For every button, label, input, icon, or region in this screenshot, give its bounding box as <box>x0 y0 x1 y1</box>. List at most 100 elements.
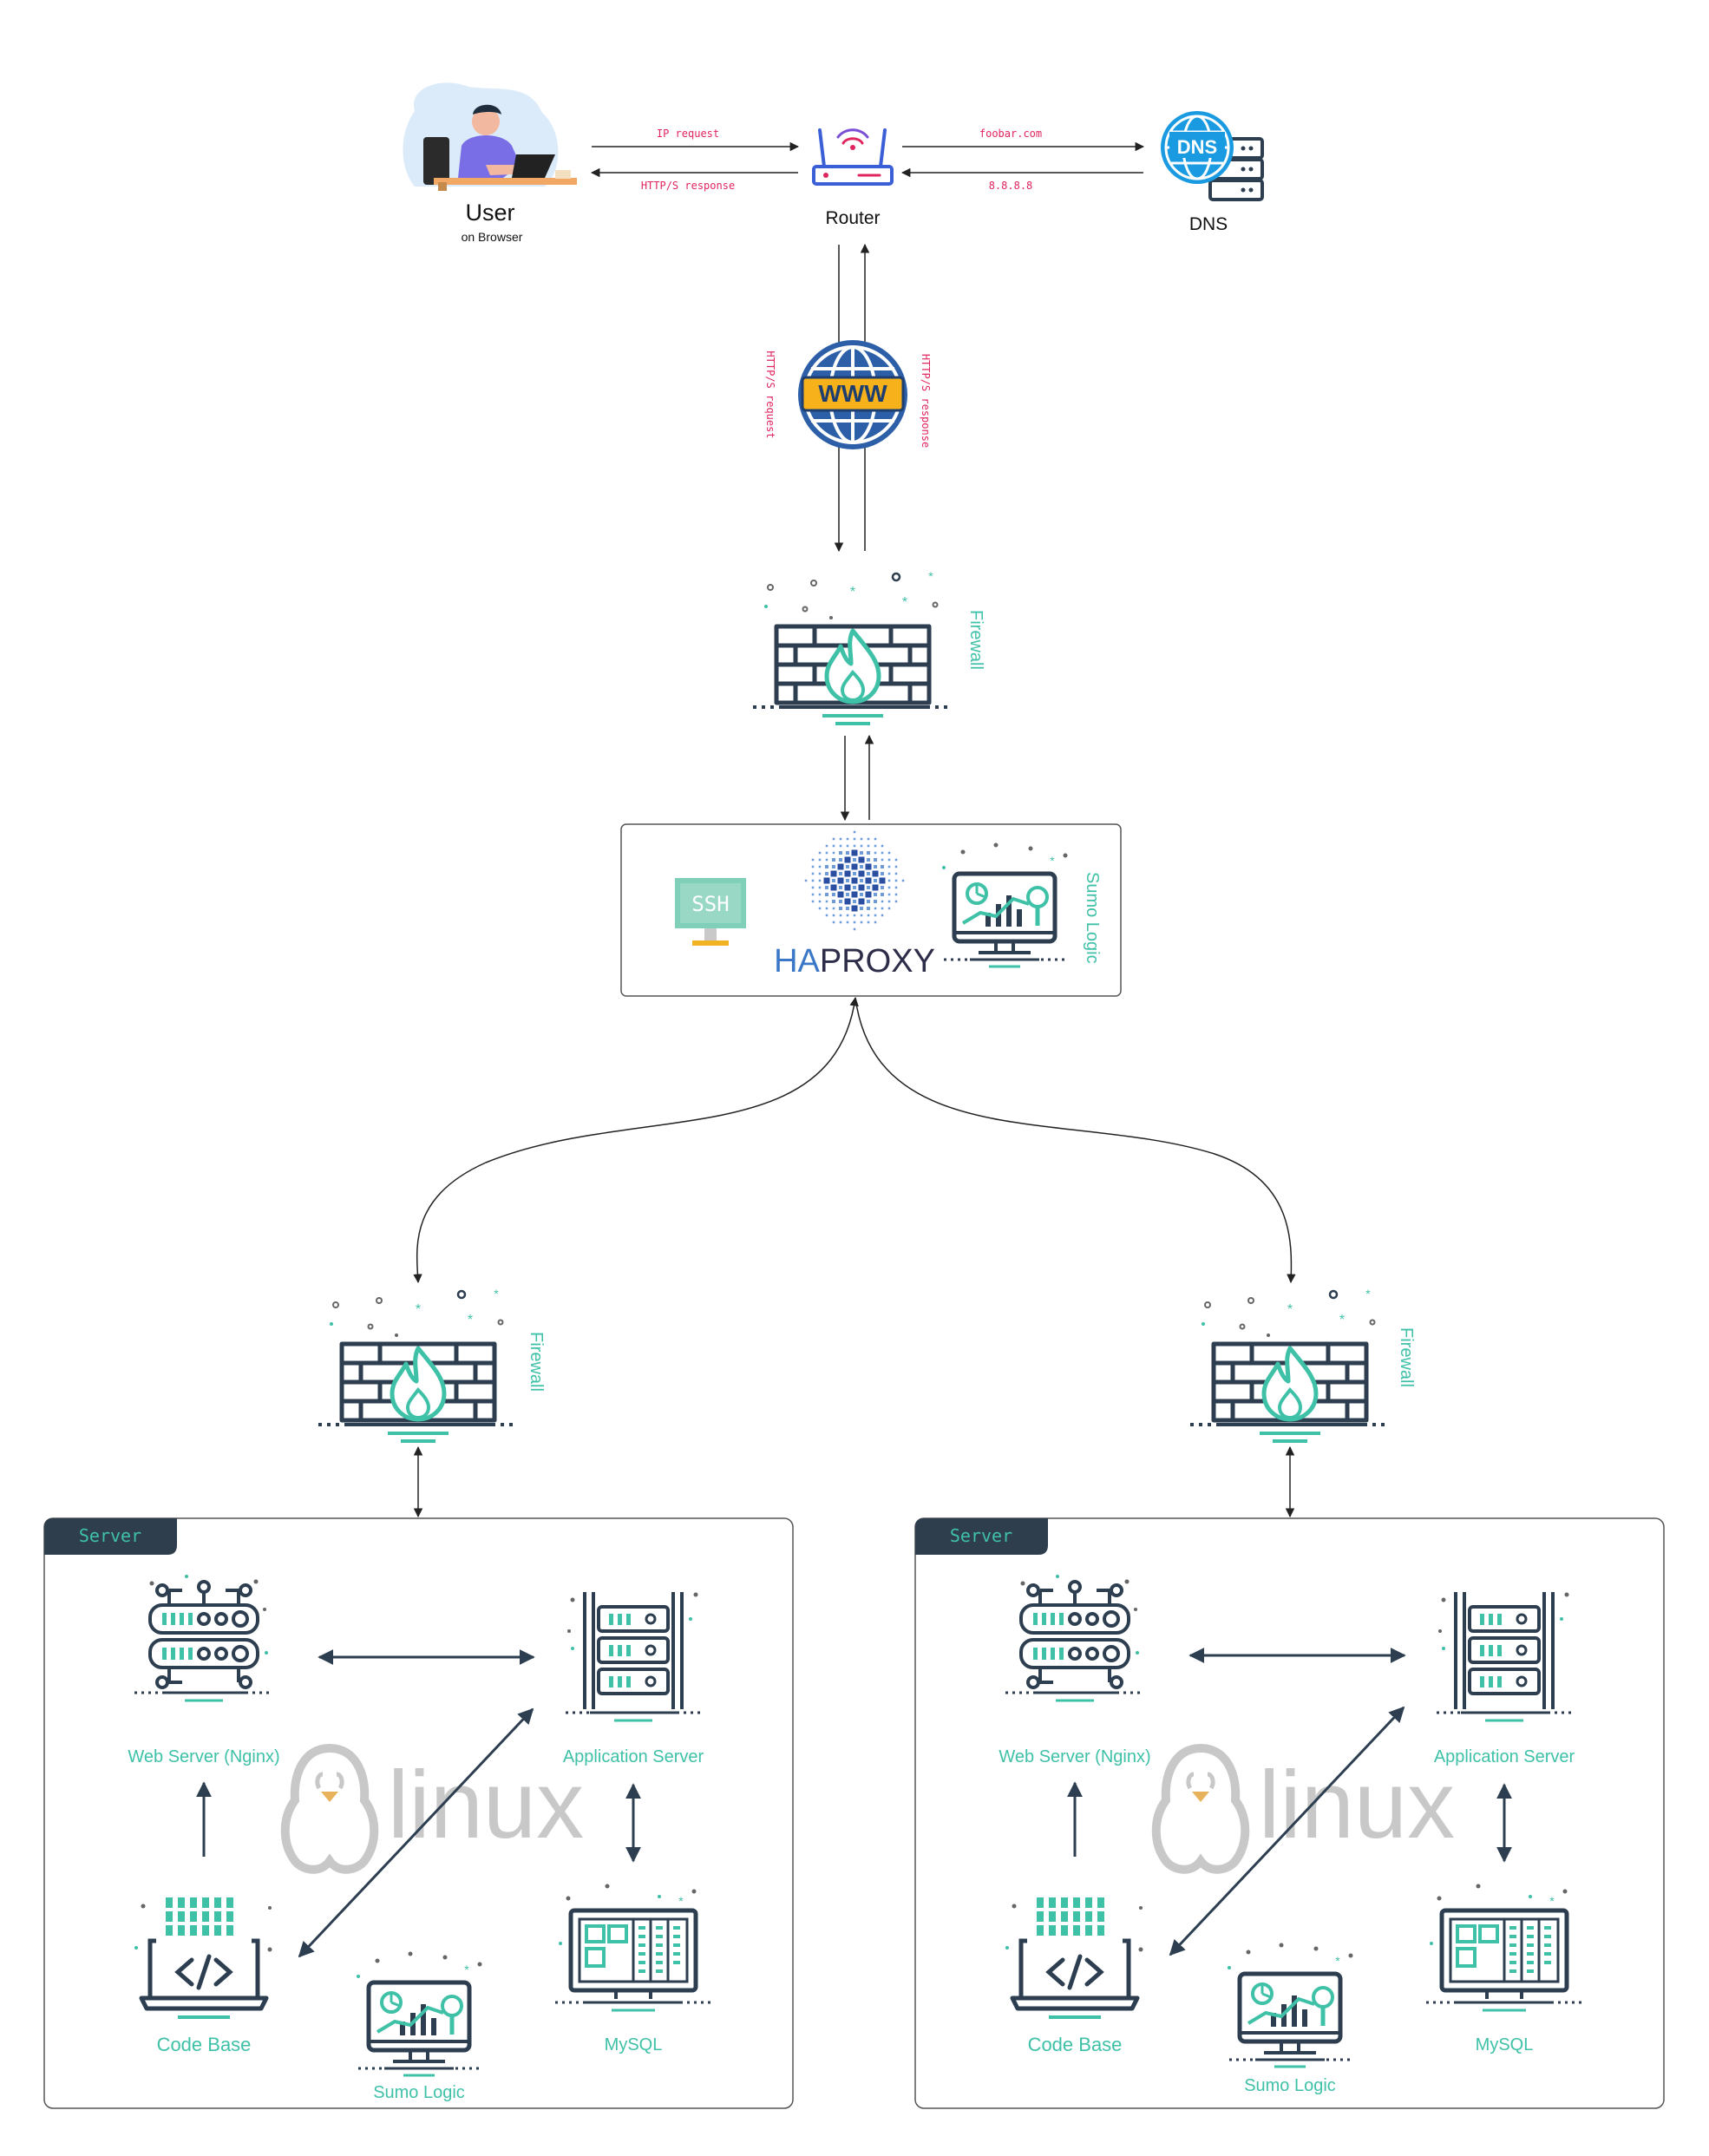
haproxy-logo-dot <box>825 872 828 875</box>
haproxy-logo-dot <box>865 877 872 884</box>
haproxy-logo-dot <box>881 872 884 875</box>
haproxy-logo-dot <box>839 886 842 889</box>
server2-web-server-label: Web Server (Nginx) <box>999 1747 1150 1766</box>
haproxy-logo-dot <box>874 893 877 896</box>
user-label: User <box>465 200 514 226</box>
haproxy-logo-dot <box>853 914 856 917</box>
main-firewall-icon <box>753 569 953 724</box>
ssh-icon: SSH <box>675 878 746 946</box>
dns-icon: DNS <box>1161 111 1264 201</box>
ip-request-label: IP request <box>657 128 719 140</box>
haproxy-logo-dot <box>846 844 849 848</box>
lb-to-server2-arrow <box>854 997 1296 1284</box>
haproxy-logo-dot <box>832 858 835 862</box>
server1-sumo-logic-label: Sumo Logic <box>373 2083 465 2102</box>
haproxy-logo-dot <box>811 858 815 862</box>
haproxy-logo-dot <box>853 886 856 889</box>
haproxy-logo-dot <box>853 844 856 848</box>
haproxy-logo-dot <box>846 879 849 882</box>
haproxy-logo-dot <box>825 851 828 855</box>
haproxy-logo-dot <box>853 921 856 924</box>
haproxy-logo-dot <box>867 886 870 889</box>
haproxy-logo-dot <box>853 927 856 931</box>
server2-sumo-logic-label: Sumo Logic <box>1244 2076 1336 2095</box>
haproxy-logo-dot <box>867 844 870 848</box>
server2-tab-label: Server <box>950 1525 1012 1546</box>
www-globe-icon: WWW <box>798 340 907 449</box>
haproxy-logo-dot <box>851 891 858 898</box>
haproxy-logo-dot <box>853 858 856 862</box>
haproxy-logo <box>804 830 905 931</box>
dns-query-label: foobar.com <box>979 128 1042 140</box>
haproxy-logo-dot <box>894 858 898 862</box>
server1-tab-label: Server <box>79 1525 141 1546</box>
server1-app-server-label: Application Server <box>563 1747 704 1766</box>
server2-app-code-arrow <box>1169 1706 1405 1956</box>
haproxy-logo-dot <box>825 858 828 862</box>
haproxy-logo-dot <box>874 921 877 924</box>
haproxy-logo-dot <box>867 921 870 924</box>
haproxy-logo-dot <box>825 893 828 896</box>
haproxy-logo-dot <box>874 858 877 862</box>
haproxy-logo-dot <box>874 865 877 868</box>
haproxy-logo-dot <box>858 856 865 863</box>
haproxy-logo-dot <box>832 921 835 924</box>
haproxy-logo-dot <box>860 879 863 882</box>
haproxy-logo-dot <box>846 837 849 841</box>
lb-to-server1-arrow <box>413 996 859 1284</box>
haproxy-logo-dot <box>811 879 815 882</box>
haproxy-logo-dot <box>874 900 877 903</box>
user-sublabel: on Browser <box>462 230 523 244</box>
haproxy-logo-dot <box>858 898 865 905</box>
haproxy-logo-dot <box>839 900 842 903</box>
haproxy-logo-dot <box>860 921 863 924</box>
haproxy-logo-dot <box>874 914 877 917</box>
haproxy-logo-dot <box>887 872 891 875</box>
server2-code-base-label: Code Base <box>1028 2034 1123 2055</box>
haproxy-logo-dot <box>860 914 863 917</box>
svg-text:DNS: DNS <box>1177 136 1217 158</box>
haproxy-logo-dot <box>853 900 856 903</box>
haproxy-logo-dot <box>881 893 884 896</box>
haproxy-logo-dot <box>823 877 830 884</box>
haproxy-logo-dot <box>839 844 842 848</box>
server1-firewall-label: Firewall <box>527 1332 546 1392</box>
haproxy-logo-dot <box>811 872 815 875</box>
haproxy-logo-dot <box>832 879 835 882</box>
haproxy-logo-dot <box>867 858 870 862</box>
haproxy-logo-dot <box>901 879 905 882</box>
haproxy-logo-dot <box>818 872 822 875</box>
haproxy-logo-dot <box>818 879 822 882</box>
haproxy-logo-dot <box>894 886 898 889</box>
haproxy-logo-dot <box>881 886 884 889</box>
haproxy-logo-dot <box>839 851 842 855</box>
haproxy-logo-dot <box>839 872 842 875</box>
haproxy-logo-dot <box>887 907 891 910</box>
haproxy-logo-dot <box>839 921 842 924</box>
haproxy-logo-dot <box>846 907 849 910</box>
dns-label: DNS <box>1189 214 1228 234</box>
haproxy-logo-dot <box>867 851 870 855</box>
haproxy-logo-dot <box>860 851 863 855</box>
haproxy-logo-dot <box>811 865 815 868</box>
haproxy-logo-dot <box>851 849 858 856</box>
haproxy-logo-dot <box>830 870 837 877</box>
haproxy-logo-dot <box>837 877 844 884</box>
server2-app-server-label: Application Server <box>1434 1747 1575 1766</box>
https-response-vertical-label: HTTP/S response <box>920 354 932 448</box>
haproxy-logo-dot <box>853 837 856 841</box>
haproxy-logo-dot <box>837 863 844 870</box>
haproxy-logo-dot <box>887 865 891 868</box>
haproxy-logo-dot <box>839 914 842 917</box>
haproxy-logo-dot <box>832 900 835 903</box>
haproxy-logo-dot <box>894 872 898 875</box>
haproxy-logo-dot <box>846 851 849 855</box>
haproxy-logo-dot <box>887 879 891 882</box>
haproxy-logo-dot <box>832 893 835 896</box>
haproxy-logo-dot <box>839 907 842 910</box>
haproxy-logo-dot <box>811 900 815 903</box>
haproxy-logo-dot <box>881 851 884 855</box>
haproxy-logo-dot <box>872 870 879 877</box>
haproxy-logo-dot <box>851 863 858 870</box>
haproxy-logo-dot <box>858 884 865 891</box>
